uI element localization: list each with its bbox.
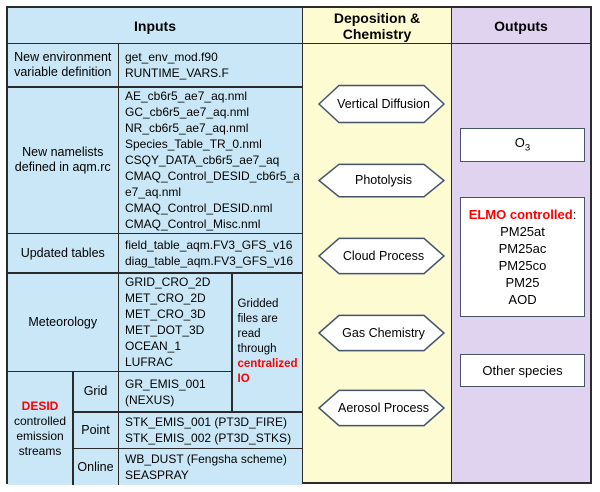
process-label: Photolysis xyxy=(355,173,412,187)
hexagon-shape-icon xyxy=(318,314,445,352)
desid-rest-text: controlled emission streams xyxy=(13,413,67,458)
workflow-diagram: Inputs New environment variable definiti… xyxy=(6,6,592,485)
o3-output-box: O3 xyxy=(460,128,585,162)
inputs-table: New environment variable definition get_… xyxy=(8,44,302,485)
updated-tables-files: field_table_aqm.FV3_GFS_v16 diag_table_a… xyxy=(119,234,302,272)
gridded-files-note: Gridded files are read through centraliz… xyxy=(232,273,302,411)
namelists-label: New namelists defined in aqm.rc xyxy=(8,87,118,233)
updated-tables-label: Updated tables xyxy=(8,234,118,272)
outputs-column: Outputs O3 ELMO controlled: PM25at PM25a… xyxy=(451,8,590,482)
outputs-header: Outputs xyxy=(452,8,590,44)
process-label: Cloud Process xyxy=(342,248,425,263)
elmo-title-red-text: ELMO controlled xyxy=(468,207,573,222)
grid-stream-label: Grid xyxy=(73,372,118,411)
elmo-output-box: ELMO controlled: PM25at PM25ac PM25co PM… xyxy=(460,197,585,317)
process-label: Aerosol Process xyxy=(337,400,429,415)
cloud-process-hexagon: Cloud Process xyxy=(318,237,445,275)
other-species-label: Other species xyxy=(482,363,563,378)
namelists-files: AE_cb6r5_ae7_aq.nml GC_cb6r5_ae7_aq.nml … xyxy=(119,87,302,233)
online-stream-files: WB_DUST (Fengsha scheme) SEASPRAY xyxy=(119,449,302,485)
o3-subscript: 3 xyxy=(524,142,531,154)
point-stream-files: STK_EMIS_001 (PT3D_FIRE) STK_EMIS_002 (P… xyxy=(119,412,302,448)
o3-label: O3 xyxy=(515,134,530,157)
meteorology-label: Meteorology xyxy=(8,273,118,371)
inputs-column: Inputs New environment variable definiti… xyxy=(8,8,302,485)
desid-red-text: DESID xyxy=(21,398,59,413)
inputs-header: Inputs xyxy=(8,8,302,44)
elmo-title-colon: : xyxy=(572,207,577,222)
env-variable-files: get_env_mod.f90 RUNTIME_VARS.F xyxy=(119,44,302,86)
meteorology-files: GRID_CRO_2D MET_CRO_2D MET_CRO_3D MET_DO… xyxy=(119,273,231,371)
hexagon-shape-icon xyxy=(318,84,445,124)
chemistry-column: Deposition & Chemistry Vertical Diffusio… xyxy=(302,8,451,482)
process-label: Vertical Diffusion xyxy=(337,96,430,111)
note-plain-text: Gridded files are read through xyxy=(237,298,279,356)
grid-stream-files: GR_EMIS_001 (NEXUS) xyxy=(119,372,231,411)
hexagon-shape-icon xyxy=(318,163,445,198)
note-centralized-io-text: centralized IO xyxy=(237,358,298,386)
process-label: Gas Chemistry xyxy=(342,325,425,340)
aerosol-process-hexagon: Aerosol Process xyxy=(318,389,445,427)
point-stream-label: Point xyxy=(73,412,118,448)
gas-chemistry-hexagon: Gas Chemistry xyxy=(318,314,445,352)
o3-base-text: O xyxy=(514,134,525,150)
elmo-species-list: PM25at PM25ac PM25co PM25 AOD xyxy=(498,224,547,307)
vertical-diffusion-hexagon: Vertical Diffusion xyxy=(318,84,445,124)
hexagon-shape-icon xyxy=(318,389,445,427)
elmo-title: ELMO controlled: xyxy=(469,206,577,223)
photolysis-hexagon: Photolysis xyxy=(318,163,445,198)
other-species-box: Other species xyxy=(460,354,585,387)
hexagon-shape-icon xyxy=(318,237,445,275)
chemistry-header: Deposition & Chemistry xyxy=(303,8,451,44)
online-stream-label: Online xyxy=(73,449,118,485)
env-variable-label: New environment variable definition xyxy=(8,44,118,86)
